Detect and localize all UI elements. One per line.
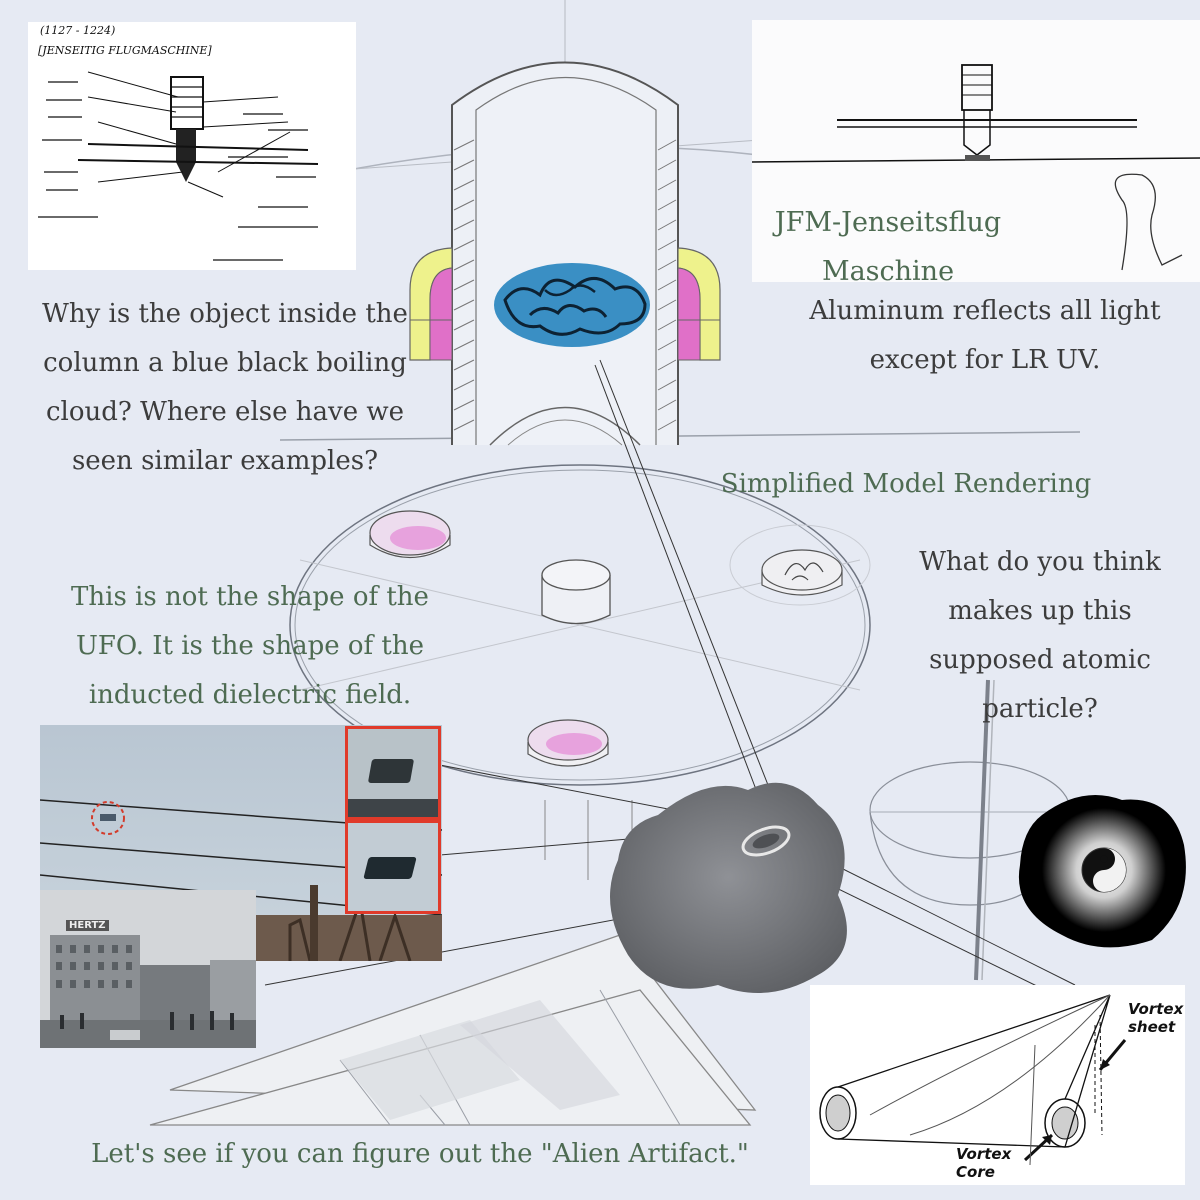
- blue-cloud: [494, 263, 650, 347]
- left-coil: [409, 247, 453, 361]
- left-question-line: column a blue black boiling: [43, 348, 407, 378]
- hertz-sign: HERTZ: [66, 920, 109, 931]
- vortex-core-label-line: Core: [956, 1163, 995, 1181]
- aluminum-note-line: Aluminum reflects all light: [809, 296, 1161, 326]
- vortex-diagram: Vortex sheet Vortex Core: [810, 985, 1185, 1185]
- yin-yang-cloud: [1018, 795, 1186, 948]
- sketch-header-date: (1127 - 1224): [40, 24, 115, 37]
- subtitle-text: Simplified Model Rendering: [720, 469, 1092, 499]
- ufo-object: [363, 857, 417, 879]
- pink-puck-top: [369, 510, 451, 559]
- machine-sketch-panel: [751, 20, 1200, 282]
- vortex-diagram-art: [819, 994, 1127, 1166]
- left-question-line: seen similar examples?: [71, 446, 379, 476]
- vortex-core-label: Vortex Core: [956, 1145, 1011, 1181]
- particle-ring: [741, 825, 791, 857]
- sketched-puck-right: [729, 524, 871, 606]
- atomic-question-line: supposed atomic: [929, 645, 1151, 675]
- zoom-inset-bottom: [345, 820, 441, 914]
- ufo-object: [367, 759, 415, 783]
- sketch-header-title: [JENSEITIG FLUGMASCHINE]: [38, 44, 212, 57]
- aluminum-note: Aluminum reflects all light except for L…: [790, 287, 1180, 385]
- atomic-question-line: makes up this: [948, 596, 1132, 626]
- disc-ellipse: [289, 464, 871, 786]
- vortex-sheet-label-line: sheet: [1128, 1018, 1176, 1036]
- yin-yang-icon: [1081, 847, 1127, 893]
- right-coil: [677, 247, 721, 361]
- shape-note-line: This is not the shape of the: [71, 582, 429, 612]
- triangle-wedge: [149, 934, 757, 1126]
- machine-sketch: [751, 64, 1200, 271]
- left-question-line: Why is the object inside the: [42, 299, 408, 329]
- shape-note-line: inducted dielectric field.: [88, 680, 412, 710]
- particle-blob: [610, 782, 847, 993]
- shape-note-line: UFO. It is the shape of the: [75, 631, 425, 661]
- pole: [974, 679, 990, 981]
- historic-sketch-panel: (1127 - 1224) [JENSEITIG FLUGMASCHINE]: [28, 22, 356, 270]
- vortex-core-label-line: Vortex: [956, 1145, 1012, 1163]
- pink-puck-bottom: [527, 719, 609, 767]
- center-cylinder: [541, 559, 611, 625]
- atomic-question: What do you think makes up this supposed…: [880, 538, 1200, 734]
- left-question: Why is the object inside the column a bl…: [30, 290, 420, 486]
- shape-note: This is not the shape of the UFO. It is …: [60, 573, 440, 720]
- title-text: JFM-Jenseitsflug Maschine: [774, 207, 1002, 287]
- aluminum-note-line: except for LR UV.: [869, 345, 1101, 375]
- left-question-line: cloud? Where else have we: [46, 397, 404, 427]
- atomic-question-line: What do you think: [919, 547, 1161, 577]
- central-column: [451, 61, 679, 446]
- historic-sketch: (1127 - 1224) [JENSEITIG FLUGMASCHINE]: [38, 24, 319, 261]
- atomic-question-line: particle?: [982, 694, 1098, 724]
- vortex-sheet-label: Vortex sheet: [1128, 1000, 1183, 1036]
- street-photo: HERTZ: [40, 890, 256, 1048]
- zoom-inset-top: [345, 726, 441, 820]
- dome-base: [279, 431, 1081, 441]
- bottom-caption: Let's see if you can figure out the "Ali…: [91, 1139, 749, 1169]
- street-photo-art: [40, 890, 256, 1048]
- vortex-sheet-label-line: Vortex: [1128, 1000, 1184, 1018]
